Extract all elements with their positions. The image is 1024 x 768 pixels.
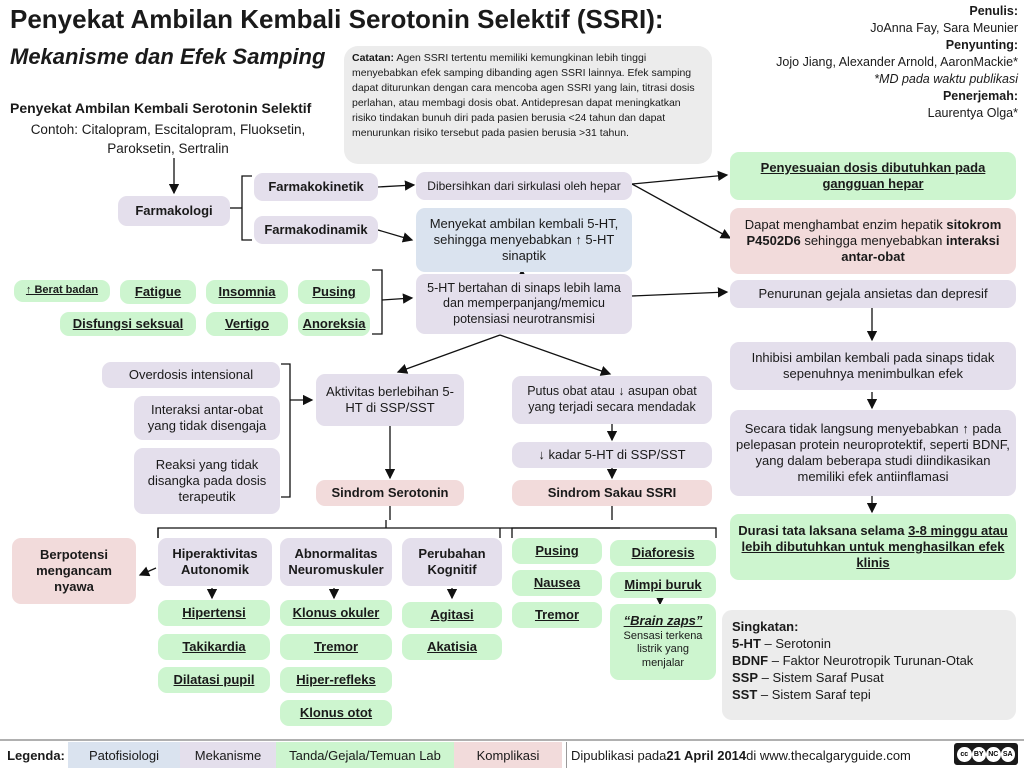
insomnia-node: Insomnia xyxy=(206,280,288,304)
pusing-node: Pusing xyxy=(298,280,370,304)
dibersihkan-node: Dibersihkan dari sirkulasi oleh hepar xyxy=(416,172,632,200)
hiper-refleks-node: Hiper-refleks xyxy=(280,667,392,693)
legend-mekanisme: Mekanisme xyxy=(180,742,276,768)
durasi-node: Durasi tata laksana selama 3-8 minggu at… xyxy=(730,514,1016,580)
inhibisi-node: Inhibisi ambilan kembali pada sinaps tid… xyxy=(730,342,1016,390)
abbreviations-heading: Singkatan: xyxy=(732,619,799,634)
hipertensi-node: Hipertensi xyxy=(158,600,270,626)
md-note: *MD pada waktu publikasi xyxy=(874,72,1018,86)
author-label: Penulis: xyxy=(969,4,1018,18)
drug-heading: Penyekat Ambilan Kembali Serotonin Selek… xyxy=(10,100,312,116)
pusing-sakau-node: Pusing xyxy=(512,538,602,564)
aktivitas-node: Aktivitas berlebihan 5-HT di SSP/SST xyxy=(316,374,464,426)
perubahan-node: Perubahan Kognitif xyxy=(402,538,502,586)
penurunan-node: Penurunan gejala ansietas dan depresif xyxy=(730,280,1016,308)
menghambat-node: Dapat menghambat enzim hepatik sitokrom … xyxy=(730,208,1016,274)
sindrom-serotonin-node: Sindrom Serotonin xyxy=(316,480,464,506)
page-title: Penyekat Ambilan Kembali Serotonin Selek… xyxy=(10,4,664,34)
abbrev-item: BDNF – Faktor Neurotropik Turunan-Otak xyxy=(732,653,974,668)
abbrev-item: SST – Sistem Saraf tepi xyxy=(732,687,871,702)
berat-badan-node: ↑ Berat badan xyxy=(14,280,110,302)
tidak-langsung-node: Secara tidak langsung menyebabkan ↑ pada… xyxy=(730,410,1016,496)
anoreksia-node: Anoreksia xyxy=(298,312,370,336)
akatisia-node: Akatisia xyxy=(402,634,502,660)
tremor-sakau-node: Tremor xyxy=(512,602,602,628)
translator: Laurentya Olga* xyxy=(927,106,1018,120)
abbrev-item: SSP – Sistem Saraf Pusat xyxy=(732,670,884,685)
page-subtitle: Mekanisme dan Efek Samping xyxy=(10,44,326,69)
brain-zaps-desc: Sensasi terkena listrik yang menjalar xyxy=(623,629,703,670)
klonus-okuler-node: Klonus okuler xyxy=(280,600,392,626)
menyekat-node: Menyekat ambilan kembali 5-HT, sehingga … xyxy=(416,208,632,272)
editors: Jojo Jiang, Alexander Arnold, AaronMacki… xyxy=(776,55,1018,69)
dilatasi-node: Dilatasi pupil xyxy=(158,667,270,693)
diaforesis-node: Diaforesis xyxy=(610,540,716,566)
agitasi-node: Agitasi xyxy=(402,602,502,628)
mimpi-node: Mimpi buruk xyxy=(610,572,716,598)
editor-label: Penyunting: xyxy=(945,38,1018,52)
tremor-node: Tremor xyxy=(280,634,392,660)
translator-label: Penerjemah: xyxy=(942,89,1018,103)
legend-bar xyxy=(0,739,1024,768)
note-box: Catatan: Agen SSRI tertentu memiliki kem… xyxy=(344,46,712,164)
abnormalitas-node: Abnormalitas Neuromuskuler xyxy=(280,538,392,586)
brain-zaps-node: “Brain zaps” Sensasi terkena listrik yan… xyxy=(610,604,716,680)
overdosis-node: Overdosis intensional xyxy=(102,362,280,388)
reaksi-node: Reaksi yang tidak disangka pada dosis te… xyxy=(134,448,280,514)
farmakodinamik-node: Farmakodinamik xyxy=(254,216,378,244)
bertahan-node: 5-HT bertahan di sinaps lebih lama dan m… xyxy=(416,274,632,334)
abbrev-item: 5-HT – Serotonin xyxy=(732,636,831,651)
legend-komplikasi: Komplikasi xyxy=(454,742,562,768)
legend-tanda: Tanda/Gejala/Temuan Lab xyxy=(276,742,454,768)
hiperaktivitas-node: Hiperaktivitas Autonomik xyxy=(158,538,272,586)
fatigue-node: Fatigue xyxy=(120,280,196,304)
takikardia-node: Takikardia xyxy=(158,634,270,660)
klonus-otot-node: Klonus otot xyxy=(280,700,392,726)
brain-zaps-title: “Brain zaps” xyxy=(623,613,703,629)
note-text: Agen SSRI tertentu memiliki kemungkinan … xyxy=(352,52,695,139)
disfungsi-node: Disfungsi seksual xyxy=(60,312,196,336)
abbreviations-box: Singkatan: 5-HT – Serotonin BDNF – Fakto… xyxy=(722,610,1016,720)
farmakologi-node: Farmakologi xyxy=(118,196,230,226)
nausea-node: Nausea xyxy=(512,570,602,596)
berpotensi-node: Berpotensi mengancam nyawa xyxy=(12,538,136,604)
kadar-node: ↓ kadar 5-HT di SSP/SST xyxy=(512,442,712,468)
authors: JoAnna Fay, Sara Meunier xyxy=(870,21,1018,35)
interaksi-node: Interaksi antar-obat yang tidak disengaj… xyxy=(134,396,280,440)
vertigo-node: Vertigo xyxy=(206,312,288,336)
note-label: Catatan: xyxy=(352,52,395,64)
putus-node: Putus obat atau ↓ asupan obat yang terja… xyxy=(512,376,712,424)
sindrom-sakau-node: Sindrom Sakau SSRI xyxy=(512,480,712,506)
farmakokinetik-node: Farmakokinetik xyxy=(254,173,378,201)
legend-patofisiologi: Patofisiologi xyxy=(68,742,180,768)
drug-examples: Contoh: Citalopram, Escitalopram, Fluoks… xyxy=(30,122,306,156)
legend-label: Legenda: xyxy=(7,747,65,763)
penyesuaian-node: Penyesuaian dosis dibutuhkan pada ganggu… xyxy=(730,152,1016,200)
connector-lines xyxy=(138,158,878,606)
credits: Penulis: JoAnna Fay, Sara Meunier Penyun… xyxy=(776,3,1018,122)
footer-published: Dipublikasi pada 21 April 2014 di www.th… xyxy=(566,742,950,768)
